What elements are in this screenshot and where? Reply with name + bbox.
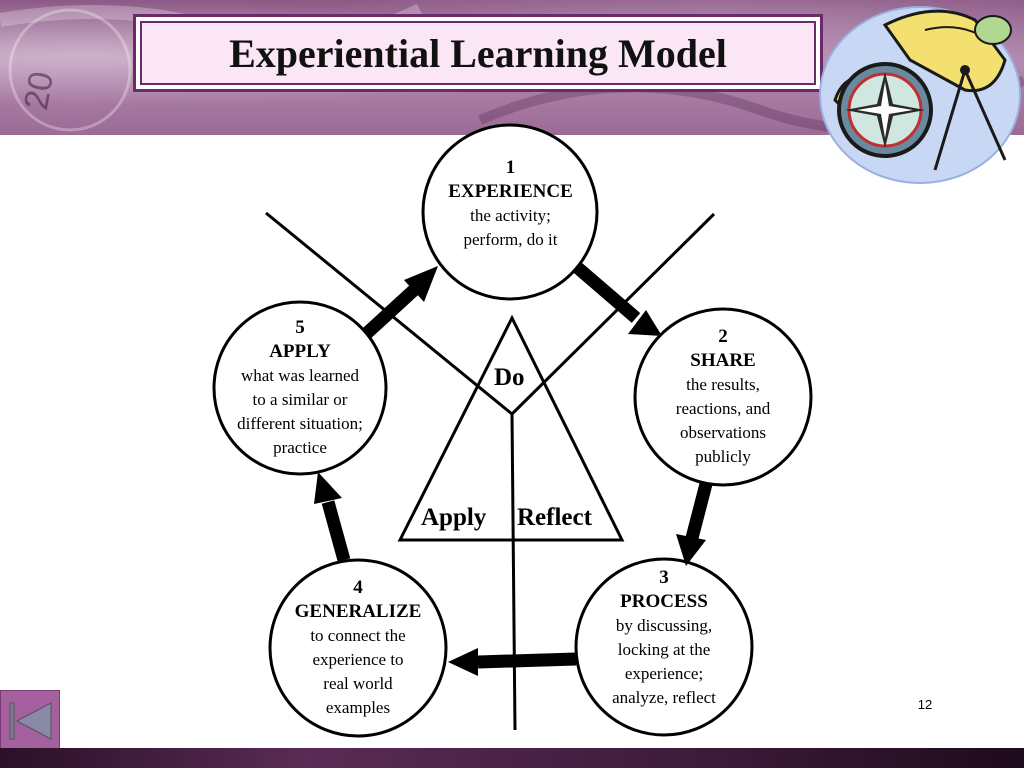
stage-heading: PROCESS [620,591,708,612]
stage-description-line: real world [323,674,393,693]
stage-heading: SHARE [690,350,756,371]
stage-description-line: different situation; [237,414,363,433]
divider-line-vertical [510,413,517,731]
title-inner: Experiential Learning Model [140,21,816,85]
stage-circle-process [574,557,754,737]
stage-description-line: analyze, reflect [612,688,716,707]
triangle-label-apply: Apply [421,504,487,531]
stage-heading: GENERALIZE [294,601,422,622]
stage-description-line: perform, do it [463,230,558,249]
stage-apply: 5 APPLY what was learned to a similar or… [216,316,384,460]
back-arrow-icon [9,702,52,740]
stage-description-line: the results, [686,375,760,394]
stage-description-line: practice [273,438,327,457]
page-title: Experiential Learning Model [229,30,727,76]
stage-description-line: locking at the [617,640,711,659]
stage-share: 2 SHARE the results, reactions, and obse… [638,325,808,469]
divider-line-right [510,212,716,416]
stage-circle-apply [212,300,388,476]
stage-process: 3 PROCESS by discussing, locking at the … [579,566,749,710]
stage-description-line: examples [325,698,391,717]
stage-generalize: 4 GENERALIZE to connect the experience t… [273,576,443,720]
stage-description-line: experience to [312,650,404,669]
triangle-label-reflect: Reflect [517,504,592,531]
stage-circle-generalize [268,558,448,738]
stage-description-line: publicly [695,447,751,466]
stage-number: 3 [659,567,669,588]
stage-experience: 1 EXPERIENCE the activity; perform, do i… [423,156,598,252]
center-triangle [397,314,625,542]
stage-description-line: what was learned [240,366,359,385]
stage-description-line: to a similar or [252,390,348,409]
arrow-process-to-generalize [448,648,577,676]
stage-number: 4 [353,577,363,598]
title-box: Experiential Learning Model [133,14,823,92]
stage-description-line: observations [680,423,766,442]
triangle-label-do: Do [494,364,525,391]
stage-circle-experience [421,123,599,301]
nav-back-button[interactable] [0,690,60,750]
arrow-experience-to-share [573,263,662,336]
stage-description-line: reactions, and [675,399,771,418]
arrow-generalize-to-apply [314,472,351,562]
stage-number: 2 [718,326,728,347]
stage-heading: APPLY [269,341,331,362]
stage-number: 5 [295,317,305,338]
stage-description-line: the activity; [470,206,551,225]
bottom-band [0,748,1024,768]
stage-heading: EXPERIENCE [448,181,573,202]
stage-description-line: to connect the [310,626,406,645]
stage-description-line: by discussing, [615,616,713,635]
slide-number: 12 [917,697,933,712]
stage-description-line: experience; [624,664,704,683]
stage-circle-share [633,307,813,487]
header-bg-number: 20 [17,69,61,113]
compass-map-clipart-icon [819,6,1021,184]
stage-number: 1 [505,157,516,178]
arrow-apply-to-experience [361,266,438,339]
arrow-share-to-process [676,482,713,566]
